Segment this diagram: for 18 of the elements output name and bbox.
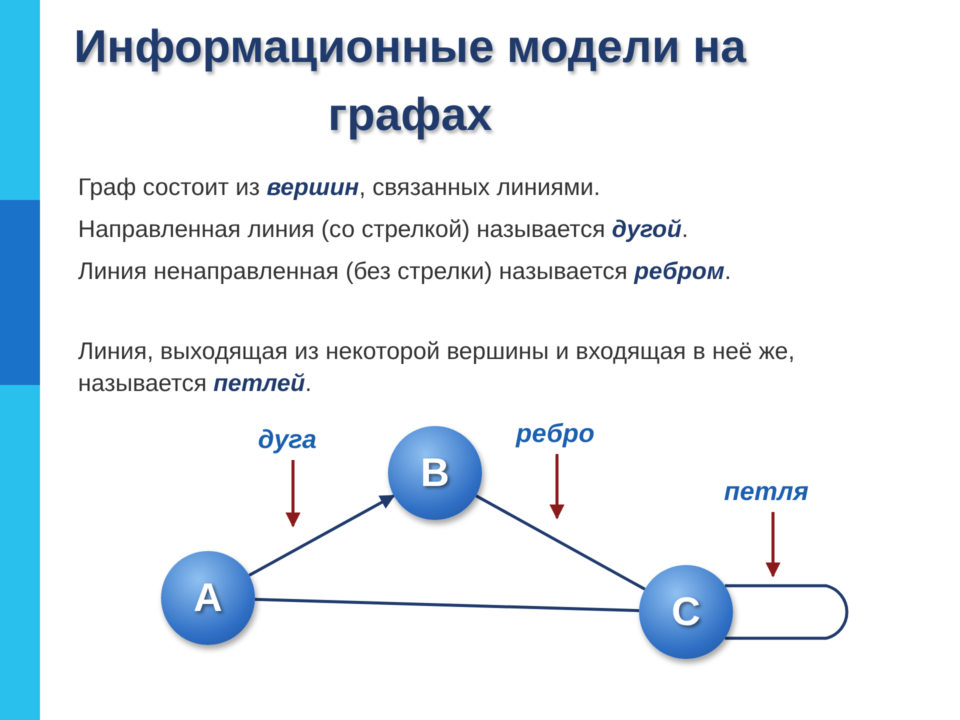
vertex-circle: A [161,551,255,645]
arrow [248,494,396,577]
paragraph: Граф состоит из вершин, связанных линиями. [78,173,602,203]
pointer-label: дуга [258,424,317,454]
leader-arrow [286,460,300,528]
vertex-circle: B [388,426,482,520]
loop-line [724,584,848,640]
pointer-label: петля [724,476,809,506]
title: Информационные модели на графах [72,19,748,142]
leader-arrow [766,512,780,578]
paragraph: Линия, выходящая из некоторой вершины и входящая в неё же, называется петлей. [78,337,796,399]
edge-line [254,598,640,612]
vertex-circle: C [639,565,733,659]
leader-arrow [550,454,564,520]
paragraph: Направленная линия (со стрелкой) называется дугой. [78,215,690,245]
paragraph: Линия ненаправленная (без стрелки) называется ребром. [78,257,732,287]
pointer-label: ребро [516,418,595,448]
edge-line [475,494,646,591]
